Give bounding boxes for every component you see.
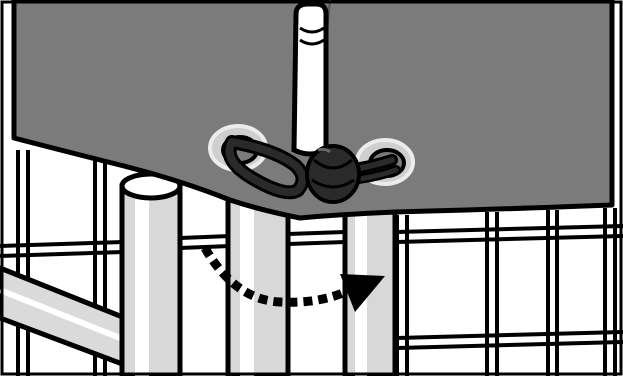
corner-post (122, 174, 180, 376)
cord-knot (307, 146, 359, 202)
top-post (294, 4, 326, 154)
